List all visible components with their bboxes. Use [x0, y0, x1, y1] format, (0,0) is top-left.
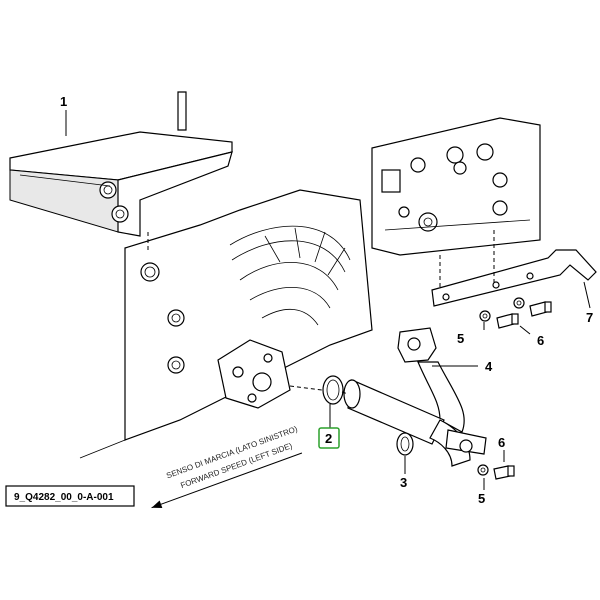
callout-6-upper: 6: [537, 333, 544, 348]
callout-1: 1: [60, 94, 67, 109]
callout-4: 4: [485, 359, 493, 374]
callout-2-highlight-box: [318, 427, 340, 449]
callout-5-lower: 5: [478, 491, 485, 506]
assembly-lines: [147, 230, 495, 395]
callout-7: 7: [586, 310, 593, 325]
callout-6-lower: 6: [498, 435, 505, 450]
part-4-pipe: [343, 327, 487, 467]
reference-code: 9_Q4282_00_0-A-001: [14, 492, 114, 503]
part-2-seal: [322, 375, 344, 405]
part-1-cover: [9, 91, 233, 237]
fasteners-lower: [477, 464, 515, 480]
callout-5-upper: 5: [457, 331, 464, 346]
callout-labels: 1 2 3 4 5 5 6 6 7: [60, 94, 593, 506]
engine-housing: [79, 189, 373, 459]
callout-3: 3: [400, 475, 407, 490]
upper-right-module: [371, 117, 541, 256]
callout-2: 2: [325, 431, 332, 446]
arrow-left-icon: [151, 500, 163, 509]
part-3-gasket: [396, 432, 414, 456]
direction-indicator: SENSO DI MARCIA (LATO SINISTRO) FORWARD …: [151, 424, 303, 509]
part-7-bracket: [431, 249, 597, 307]
reference-label: 9_Q4282_00_0-A-001: [5, 485, 135, 507]
leader-lines: [65, 110, 591, 490]
fasteners-upper: [479, 297, 552, 329]
